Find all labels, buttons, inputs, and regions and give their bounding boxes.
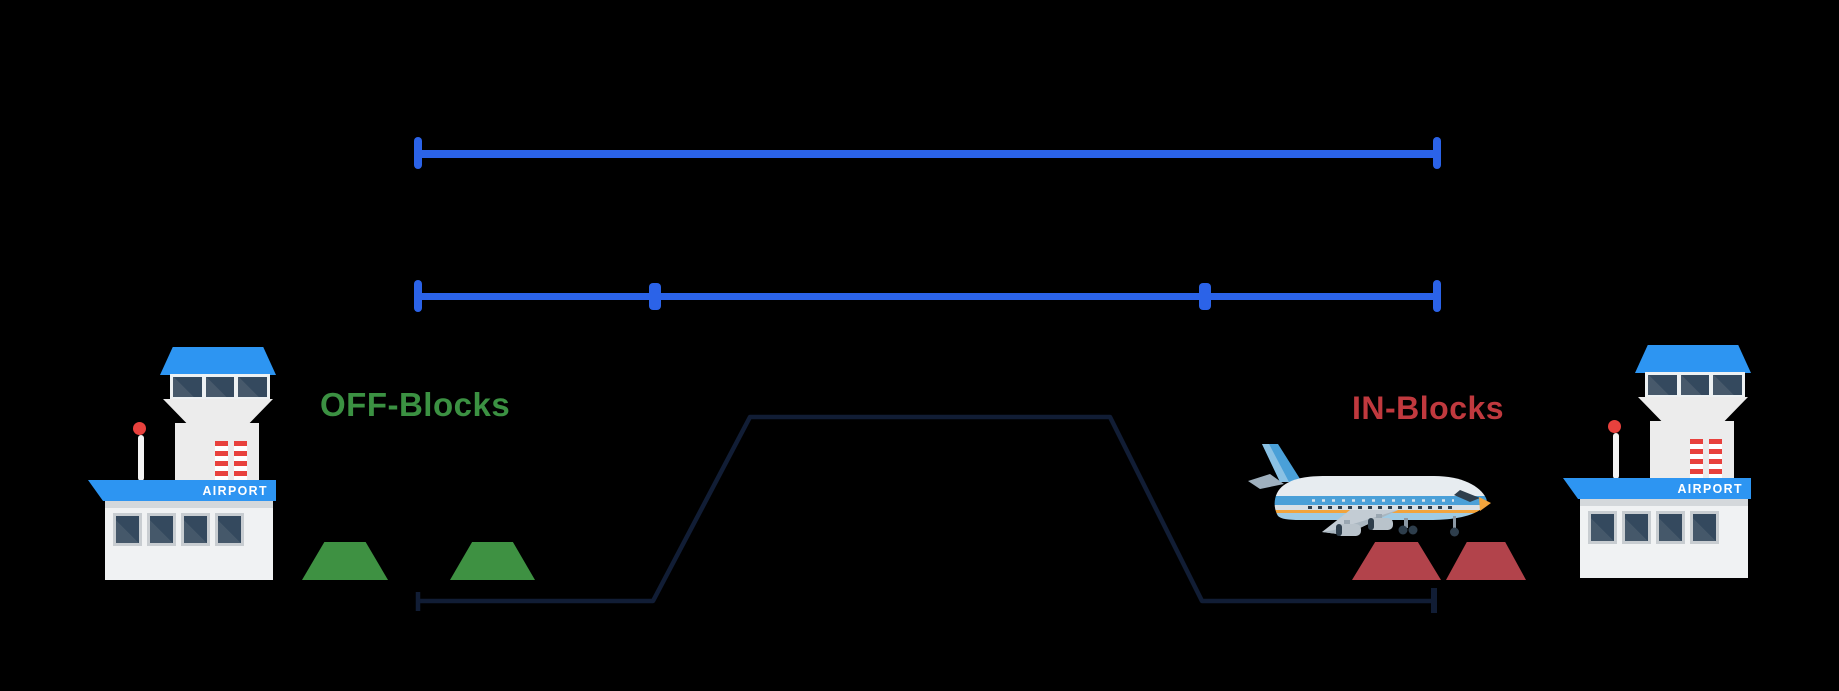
terminal-window — [1690, 511, 1719, 544]
segment-time-line — [418, 293, 1437, 300]
block-time-line — [418, 150, 1437, 158]
block-time-start-tick — [414, 137, 422, 169]
cab-window — [1648, 375, 1677, 395]
antenna-icon — [1613, 433, 1619, 479]
segment-takeoff-tick — [649, 283, 661, 310]
terminal-window — [181, 513, 210, 546]
tower-collar — [1638, 397, 1748, 423]
tower-control-cab — [1645, 372, 1745, 398]
in-blocks-label: IN-Blocks — [1352, 390, 1505, 426]
terminal-window-row — [113, 513, 244, 546]
airport-tower-departure: AIRPORT — [88, 347, 276, 580]
terminal-window — [1622, 511, 1651, 544]
airport-sign-text: AIRPORT — [1677, 481, 1743, 496]
terminal-roof-strip — [105, 501, 273, 508]
tower-stripe — [215, 441, 228, 480]
airport-sign-band: AIRPORT — [88, 480, 276, 501]
terminal-window-row — [1588, 511, 1719, 544]
block-time-end-tick — [1433, 137, 1441, 169]
antenna-light-icon — [133, 422, 146, 435]
segment-start-tick — [414, 280, 422, 312]
off-blocks-label: OFF-Blocks — [320, 386, 511, 423]
terminal-window — [1656, 511, 1685, 544]
terminal-window — [147, 513, 176, 546]
cab-window — [205, 377, 235, 397]
airport-sign-text: AIRPORT — [202, 483, 268, 498]
tower-roof — [160, 347, 276, 375]
terminal-roof-strip — [1580, 499, 1748, 506]
terminal-window — [1588, 511, 1617, 544]
tower-stripe — [1709, 439, 1722, 478]
terminal-window — [215, 513, 244, 546]
tower-control-cab — [170, 374, 270, 400]
terminal-window — [113, 513, 142, 546]
cab-window — [238, 377, 268, 397]
segment-end-tick — [1433, 280, 1441, 312]
cab-window — [1713, 375, 1743, 395]
antenna-light-icon — [1608, 420, 1621, 433]
airport-tower-arrival: AIRPORT — [1563, 345, 1751, 578]
antenna-icon — [138, 435, 144, 481]
airplane-icon — [1248, 444, 1491, 537]
segment-landing-tick — [1199, 283, 1211, 310]
cab-window — [173, 377, 202, 397]
tower-stripe — [1690, 439, 1703, 478]
tower-stripe — [234, 441, 247, 480]
airport-sign-band: AIRPORT — [1563, 478, 1751, 499]
cab-window — [1680, 375, 1710, 395]
tower-roof — [1635, 345, 1751, 373]
tower-collar — [163, 399, 273, 425]
